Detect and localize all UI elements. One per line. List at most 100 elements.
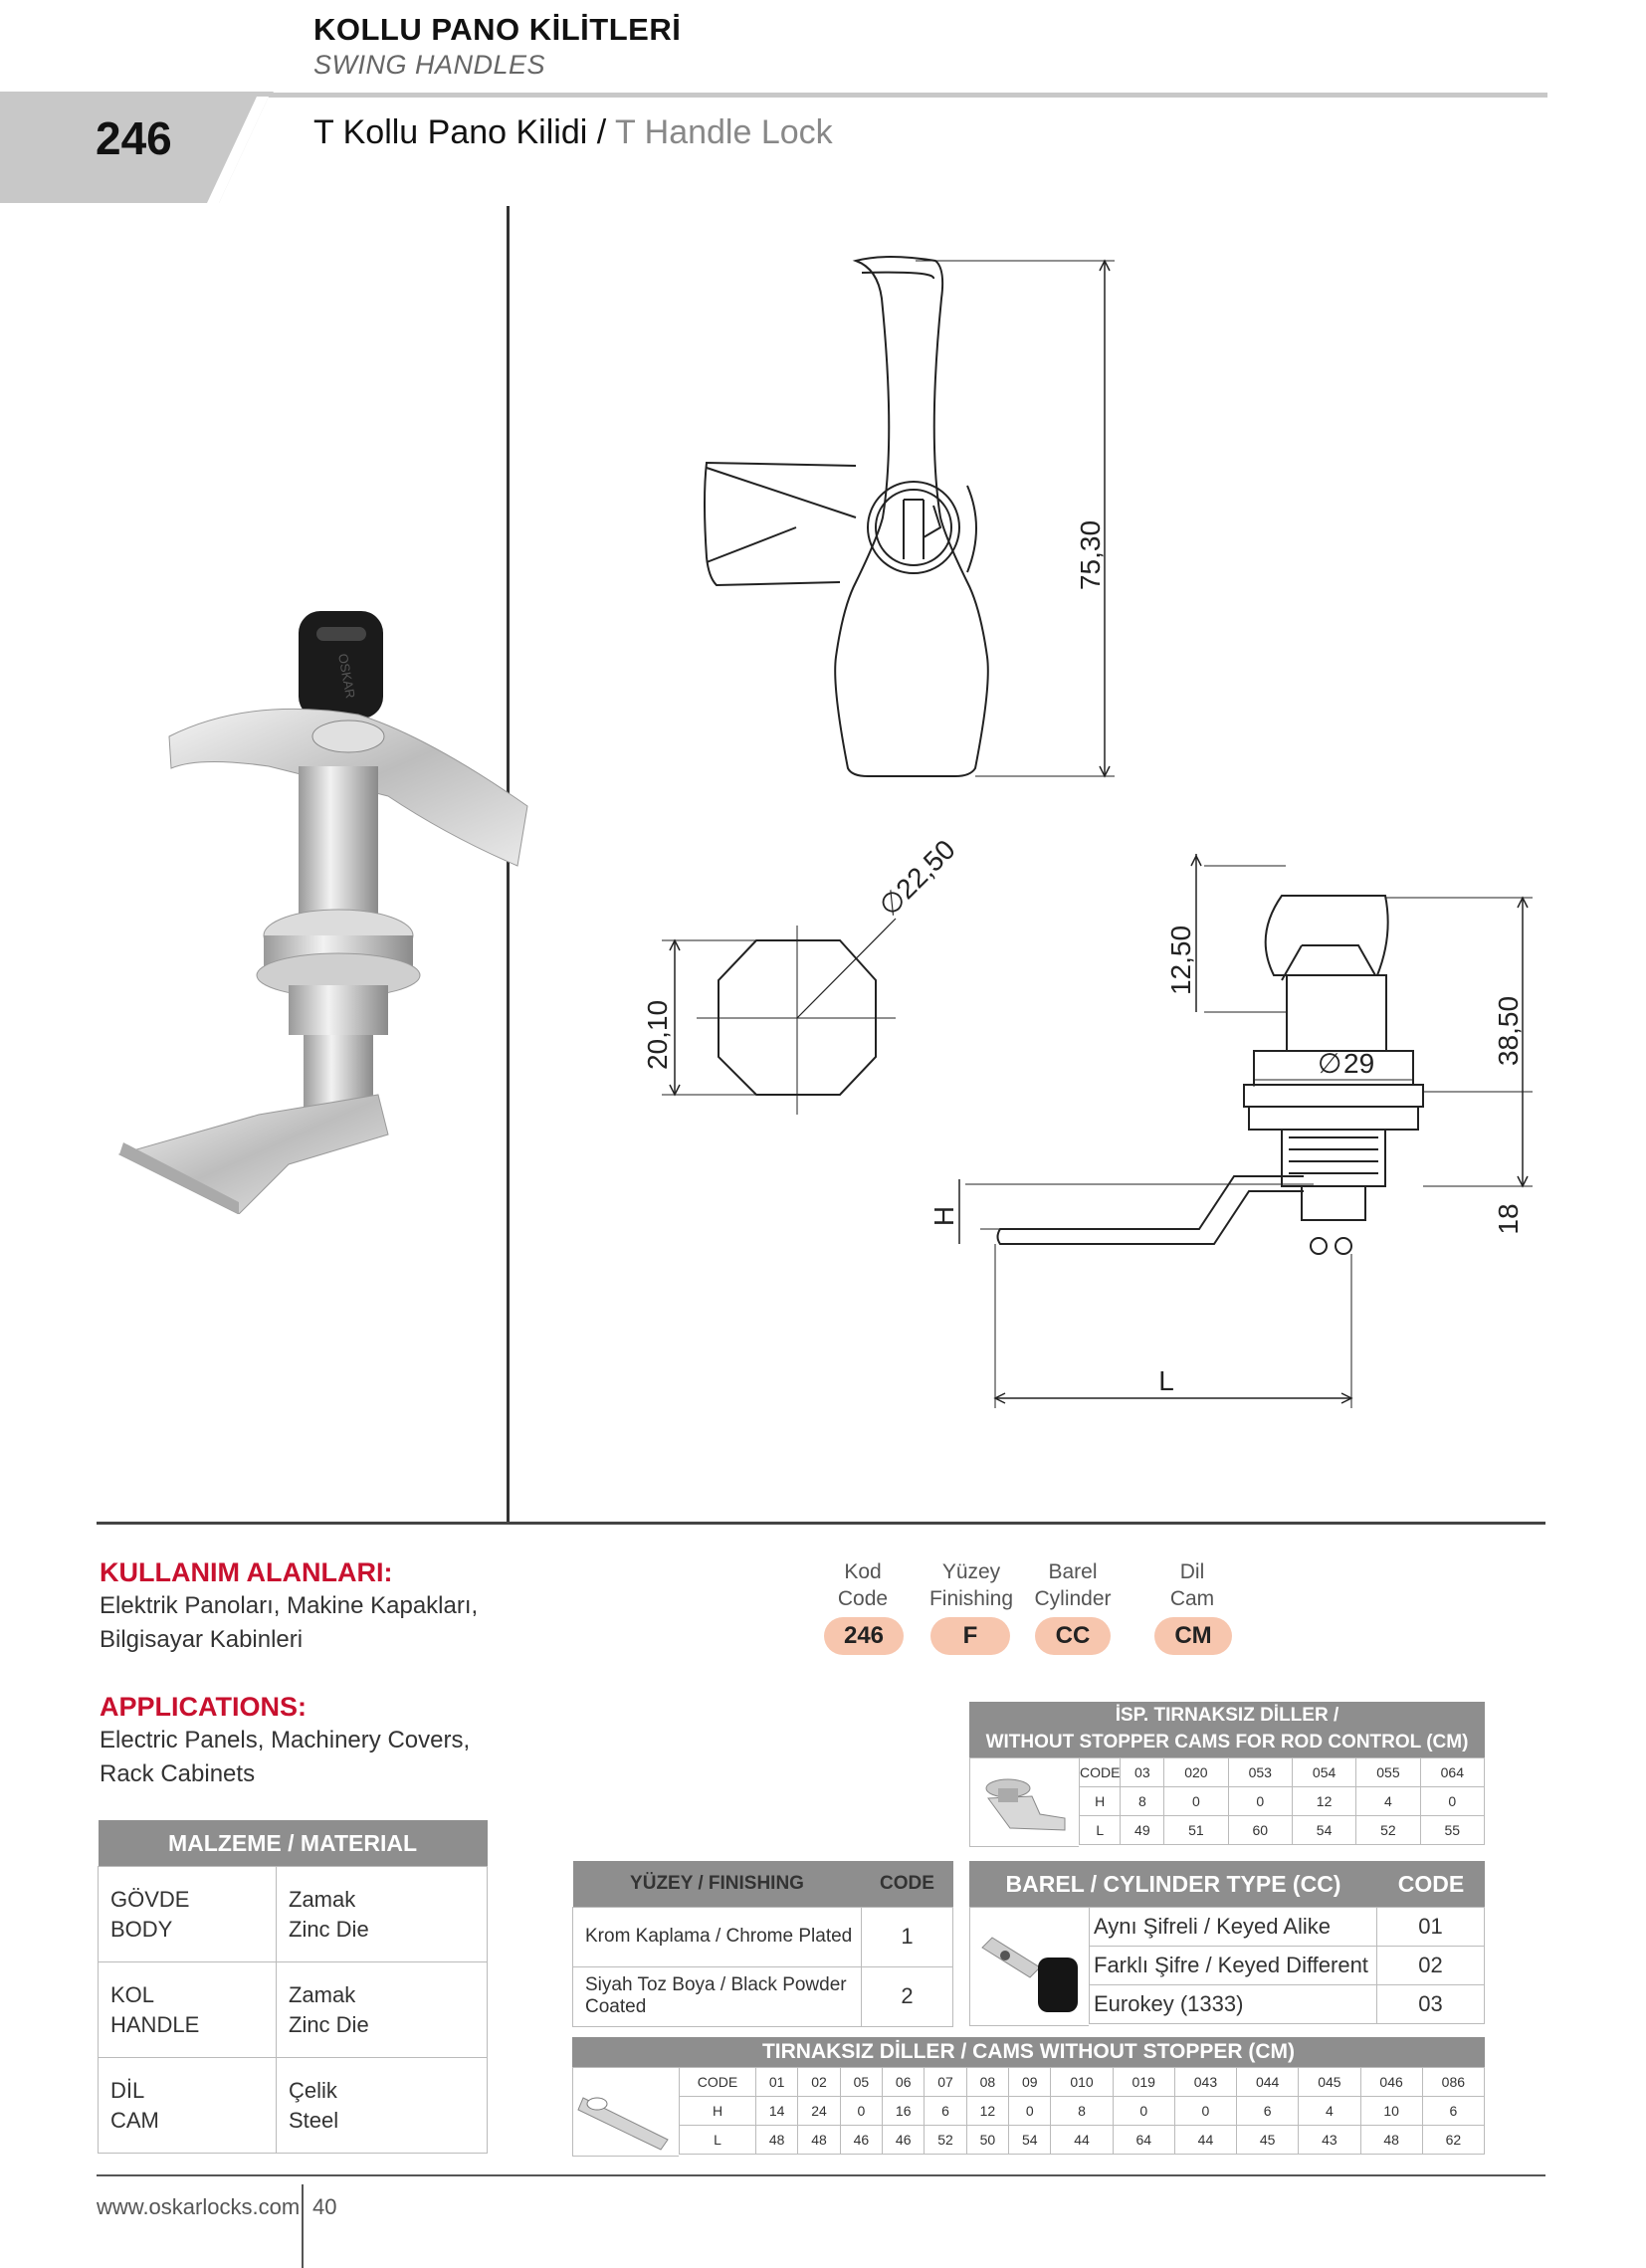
table-cell: 020 <box>1163 1757 1229 1787</box>
rod-cams-header-en: WITHOUT STOPPER CAMS FOR ROD CONTROL (CM… <box>985 1732 1469 1753</box>
table-cell: 010 <box>1050 2067 1114 2097</box>
dim-diameter-symbol-2: ∅ <box>1318 1048 1341 1079</box>
table-cell: 8 <box>1120 1786 1165 1816</box>
row-label: L <box>1078 1815 1122 1845</box>
table-cell: 09 <box>1008 2067 1052 2097</box>
legend-label-cylinder-tr: Barel <box>1048 1560 1098 1583</box>
table-cell: 4 <box>1355 1786 1421 1816</box>
material-part-en: CAM <box>110 2107 159 2133</box>
table-cell: 50 <box>965 2125 1010 2155</box>
table-cell: 07 <box>924 2067 967 2097</box>
technical-drawing: 75,30 20,10 ∅ 22,50 12,50 ∅ 29 38,50 18 … <box>642 256 1533 1408</box>
legend-label-cylinder-en: Cylinder <box>1034 1587 1112 1610</box>
usage-text-en-1: Electric Panels, Machinery Covers, <box>100 1727 471 1753</box>
rod-cams-l-row: L 49 51 60 54 52 55 <box>1078 1815 1486 1845</box>
finishing-pill: F <box>930 1617 1010 1655</box>
footer-rule <box>97 2174 1545 2176</box>
cylinder-header: BAREL / CYLINDER TYPE (CC) <box>969 1861 1377 1907</box>
cylinder-code-header: CODE <box>1377 1861 1485 1907</box>
table-cell: 64 <box>1112 2125 1175 2155</box>
cylinder-code: 03 <box>1376 1984 1485 2024</box>
material-value-tr: Zamak <box>289 1886 356 1912</box>
finishing-name: Siyah Toz Boya / Black Powder Coated <box>572 1965 862 2027</box>
table-cell: 45 <box>1236 2125 1300 2155</box>
product-name-separator: / <box>587 113 616 151</box>
table-cell: 54 <box>1291 1815 1357 1845</box>
product-name-en: T Handle Lock <box>615 113 833 151</box>
rod-cams-header-tr: İSP. TIRNAKSIZ DİLLER / <box>1115 1705 1339 1726</box>
footer-website[interactable]: www.oskarlocks.com <box>97 2194 301 2219</box>
rod-cam-image <box>969 1757 1079 1847</box>
material-part-tr: DİL <box>110 2077 145 2103</box>
vertical-divider <box>507 206 510 1525</box>
table-cell: 55 <box>1419 1815 1486 1845</box>
material-value-tr: Zamak <box>289 1981 356 2007</box>
table-cell: 02 <box>797 2067 841 2097</box>
table-cell: 48 <box>754 2125 799 2155</box>
header-rule <box>259 93 1547 98</box>
cams-table: CODE 01 02 05 06 07 08 09 010 019 043 04… <box>679 2067 1486 2155</box>
table-cell: 019 <box>1112 2067 1175 2097</box>
finishing-header: YÜZEY / FINISHING <box>572 1861 862 1907</box>
footer-page-number: 40 <box>312 2194 337 2219</box>
cam-pill: CM <box>1154 1617 1232 1655</box>
table-cell: 0 <box>839 2096 884 2126</box>
cylinder-name: Farklı Şifre / Keyed Different <box>1089 1946 1377 1985</box>
table-cell: 10 <box>1359 2096 1423 2126</box>
cylinder-table: Aynı Şifreli / Keyed Alike 01 Farklı Şif… <box>1089 1907 1485 2024</box>
dim-l-label: L <box>1158 1365 1174 1396</box>
legend-label-finishing-tr: Yüzey <box>941 1560 1001 1583</box>
material-value-en: Zinc Die <box>289 1916 369 1942</box>
table-cell: 03 <box>1120 1757 1165 1787</box>
material-header: MALZEME / MATERIAL <box>98 1820 488 1867</box>
table-cell: 6 <box>1421 2096 1486 2126</box>
table-cell: 62 <box>1421 2125 1486 2155</box>
table-cell: 0 <box>1163 1786 1229 1816</box>
table-cell: 60 <box>1227 1815 1293 1845</box>
dim-handle-height: 12,50 <box>1165 926 1196 995</box>
table-cell: 08 <box>965 2067 1010 2097</box>
cams-header: TIRNAKSIZ DİLLER / CAMS WITHOUT STOPPER … <box>572 2037 1485 2067</box>
dim-height-total: 75,30 <box>1075 520 1106 590</box>
material-part-en: BODY <box>110 1916 173 1942</box>
usage-text-tr-1: Elektrik Panoları, Makine Kapakları, <box>100 1592 479 1619</box>
table-cell: 0 <box>1227 1786 1293 1816</box>
table-cell: 48 <box>1359 2125 1423 2155</box>
footer-separator <box>302 2184 304 2268</box>
product-photo: OSKAR <box>117 611 528 1214</box>
table-cell: 51 <box>1163 1815 1229 1845</box>
legend-label-cam-en: Cam <box>1169 1587 1215 1610</box>
table-cell: 8 <box>1050 2096 1114 2126</box>
rod-cams-code-row: CODE 03 020 053 054 055 064 <box>1078 1757 1486 1787</box>
table-cell: 48 <box>797 2125 841 2155</box>
rod-cams-h-row: H 8 0 0 12 4 0 <box>1078 1786 1486 1816</box>
cylinder-pill: CC <box>1035 1617 1111 1655</box>
usage-text-tr-2: Bilgisayar Kabinleri <box>100 1626 304 1653</box>
table-cell: 4 <box>1298 2096 1361 2126</box>
table-cell: 0 <box>1112 2096 1175 2126</box>
table-cell: 06 <box>882 2067 926 2097</box>
table-cell: 44 <box>1173 2125 1238 2155</box>
finishing-name: Krom Kaplama / Chrome Plated <box>572 1906 862 1967</box>
table-cell: 055 <box>1355 1757 1421 1787</box>
table-cell: 046 <box>1359 2067 1423 2097</box>
row-label: H <box>1078 1786 1122 1816</box>
row-label: CODE <box>1078 1757 1122 1787</box>
table-cell: 6 <box>1236 2096 1300 2126</box>
page-number-tab <box>0 92 274 203</box>
row-label: H <box>679 2096 756 2126</box>
dim-width-cam: 20,10 <box>642 1000 673 1070</box>
cylinder-name: Eurokey (1333) <box>1089 1984 1377 2024</box>
dim-h-label: H <box>928 1206 959 1226</box>
table-cell: 01 <box>754 2067 799 2097</box>
dim-thread: 18 <box>1493 1203 1524 1234</box>
cams-l-row: L 48 48 46 46 52 50 54 44 64 44 45 43 48… <box>679 2125 1486 2155</box>
